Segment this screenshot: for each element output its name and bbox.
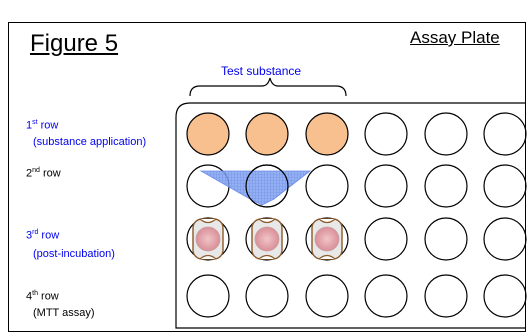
figure-frame bbox=[8, 22, 526, 332]
well-empty bbox=[305, 274, 349, 318]
well-empty bbox=[424, 274, 468, 318]
well-empty bbox=[424, 112, 468, 156]
row-3-note: (post-incubation) bbox=[33, 248, 115, 260]
row-1-note: (substance application) bbox=[33, 136, 147, 148]
well-outline-overlay bbox=[245, 164, 289, 208]
row-1-suffix: st bbox=[32, 119, 38, 126]
row-3-number: 3 bbox=[26, 229, 33, 242]
plate-label: Assay Plate bbox=[410, 28, 500, 47]
row-1-number: 1 bbox=[26, 119, 33, 132]
row-2-number: 2 bbox=[26, 167, 33, 180]
well-filled bbox=[305, 112, 349, 156]
row-4-number: 4 bbox=[26, 290, 33, 303]
row-label-3: 3rd row bbox=[26, 226, 59, 243]
well-empty bbox=[245, 274, 289, 318]
well-empty bbox=[364, 164, 408, 208]
well-empty bbox=[364, 274, 408, 318]
row-4-word: row bbox=[41, 290, 59, 303]
well-empty bbox=[424, 217, 468, 261]
well-empty bbox=[424, 164, 468, 208]
well-filled bbox=[186, 112, 230, 156]
plate-row-1 bbox=[186, 112, 527, 156]
well-filled bbox=[245, 112, 289, 156]
row-2-suffix: nd bbox=[32, 167, 40, 174]
row-4-note: (MTT assay) bbox=[33, 307, 95, 319]
well-empty bbox=[483, 164, 527, 208]
plate-row-2 bbox=[186, 164, 527, 208]
tissue-insert bbox=[186, 217, 230, 261]
row-1-word: row bbox=[40, 119, 59, 132]
figure-title: Figure 5 bbox=[30, 30, 119, 57]
row-label-1: 1st row bbox=[26, 116, 58, 133]
test-substance-label: Test substance bbox=[221, 64, 302, 78]
row-2-word: row bbox=[42, 167, 61, 180]
well-empty bbox=[483, 274, 527, 318]
well-empty bbox=[305, 164, 349, 208]
well-empty bbox=[186, 274, 230, 318]
well-empty bbox=[364, 217, 408, 261]
tissue-insert bbox=[245, 217, 289, 261]
plate-row-3 bbox=[186, 217, 527, 261]
row-3-word: row bbox=[41, 229, 60, 242]
row-label-2: 2nd row bbox=[26, 164, 61, 181]
row-4-suffix: th bbox=[32, 290, 38, 297]
row-label-4: 4th row bbox=[26, 287, 59, 304]
test-substance-bracket bbox=[189, 77, 347, 97]
well-empty bbox=[364, 112, 408, 156]
transfer-arrow bbox=[199, 170, 312, 206]
well-empty bbox=[483, 217, 527, 261]
well-empty bbox=[483, 112, 527, 156]
tissue-insert bbox=[305, 217, 349, 261]
row-3-suffix: rd bbox=[32, 229, 39, 236]
plate-outline bbox=[175, 102, 526, 329]
plate-row-4 bbox=[186, 274, 527, 318]
